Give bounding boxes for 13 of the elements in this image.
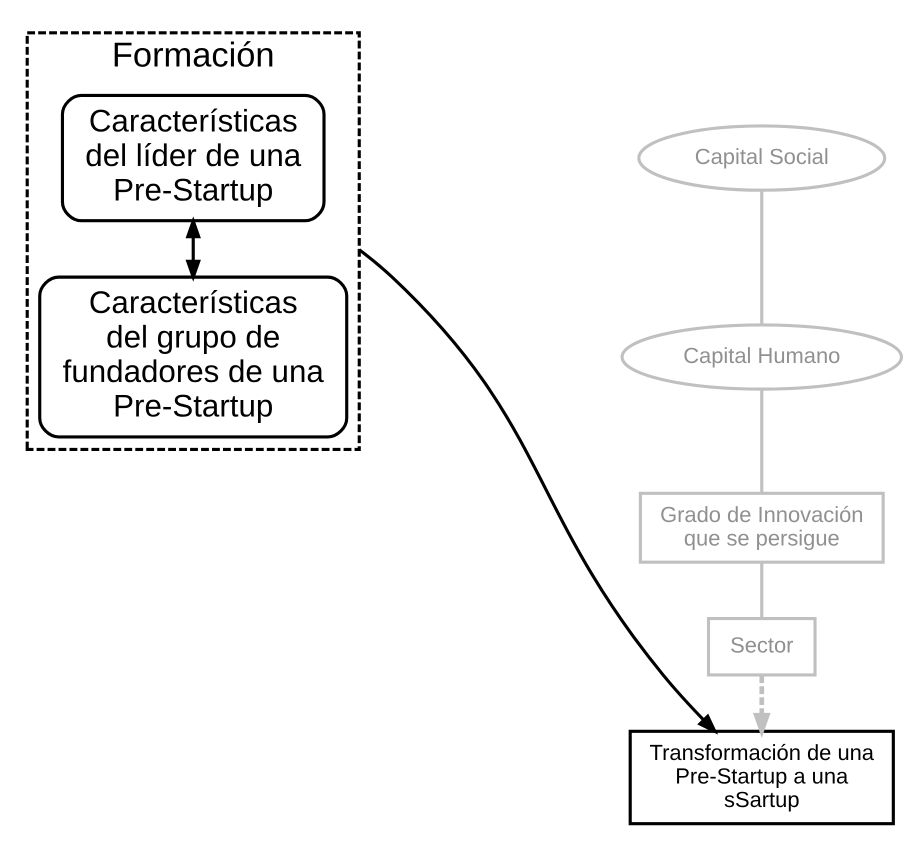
node-box: Características del grupo de fundadores de una Pre-Startup	[38, 275, 348, 438]
node-box: Características del líder de una Pre-Startup	[60, 93, 326, 222]
node-box: Transformación de una Pre-Startup a una sSartup	[628, 729, 895, 825]
arrow	[186, 216, 201, 282]
arrow	[752, 674, 771, 738]
node-ellipse: Capital Humano	[620, 322, 904, 390]
connector	[760, 190, 764, 324]
connector	[760, 562, 764, 618]
node-ellipse: Capital Social	[637, 124, 886, 192]
connector	[760, 388, 764, 492]
arrow	[358, 248, 718, 734]
node-box: Grado de Innovación que se persigue	[638, 491, 885, 564]
node-box: Sector	[706, 616, 817, 676]
